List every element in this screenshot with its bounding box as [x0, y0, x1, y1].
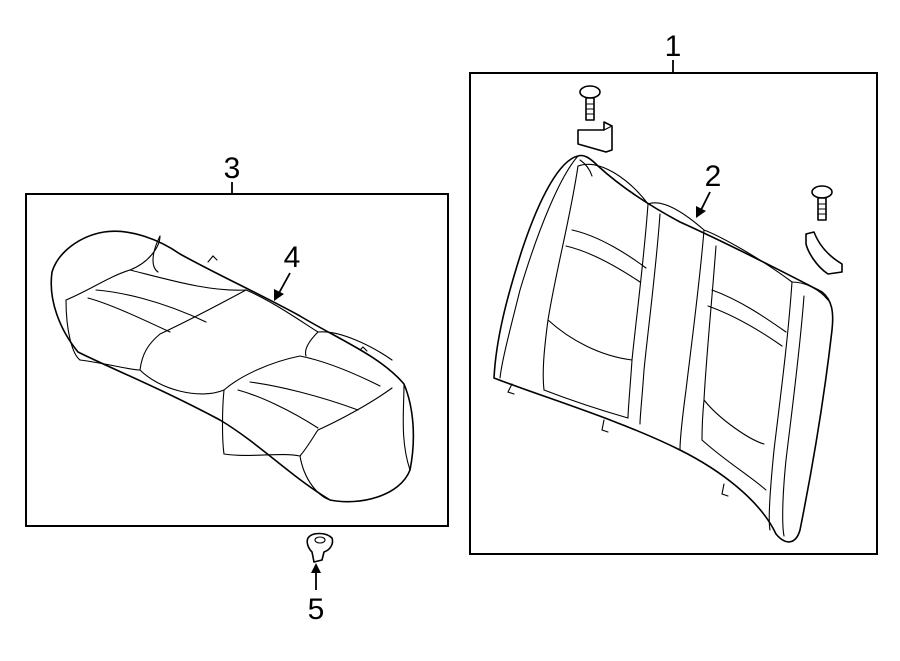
callout-3: 3: [224, 152, 241, 185]
callout-2-arrowhead: [696, 206, 706, 218]
callout-5-arrowhead: [311, 563, 321, 573]
bracket-left: [577, 121, 613, 153]
bracket-right: [805, 231, 843, 275]
callout-4-arrowhead: [274, 289, 284, 301]
seat-back-group: 1: [469, 30, 878, 555]
seat-cushion-illustration: [50, 230, 415, 503]
callout-5: 5: [308, 593, 325, 626]
callout-2: 2: [705, 160, 722, 193]
seat-back-illustration: [493, 154, 834, 543]
seat-cushion-group: 3: [25, 152, 449, 527]
callout-1: 1: [665, 30, 682, 63]
bolt-right: [811, 185, 833, 221]
clip-part-5: 5: [306, 532, 334, 626]
callout-4: 4: [284, 241, 301, 274]
callout-4-leader: [278, 272, 291, 294]
bolt-left: [579, 85, 601, 121]
callout-2-leader: [700, 191, 711, 211]
seat-cushion-frame: [25, 193, 449, 527]
